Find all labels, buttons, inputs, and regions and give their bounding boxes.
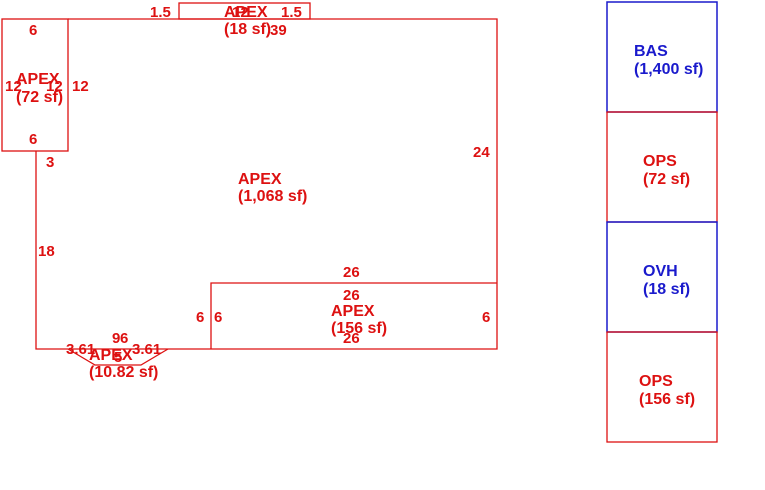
dim-left-left: 12 — [5, 78, 22, 95]
main-area-outline — [35, 18, 498, 350]
dim-main-right: 24 — [473, 144, 490, 161]
dim-left-bottom: 6 — [29, 131, 37, 148]
dim-main-left-lower: 18 — [38, 243, 55, 260]
main-area-size: (1,068 sf) — [238, 188, 307, 205]
area-legend: BAS (1,400 sf) OPS (72 sf) OVH (18 sf) O… — [606, 1, 718, 443]
legend-item: OVH (18 sf) — [606, 221, 718, 333]
dim-top-length: 39 — [270, 22, 287, 39]
lower-box-outline — [210, 282, 497, 349]
bay-area-name: APEX — [89, 347, 133, 364]
legend-code: OVH — [643, 263, 678, 280]
dim-lower-left-inner: 6 — [214, 309, 222, 326]
dimension-labels: 1.5 12 1.5 39 6 12 12 12 6 3 24 18 26 26… — [5, 4, 490, 366]
left-area-size: (72 sf) — [16, 89, 63, 106]
legend-box — [606, 331, 718, 443]
top-area-name: APEX — [224, 4, 268, 21]
dim-bay-right: 3.61 — [132, 341, 161, 358]
sketch-outlines — [1, 2, 498, 366]
dim-top-right-offset: 1.5 — [281, 4, 302, 21]
dim-lower-right: 6 — [482, 309, 490, 326]
legend-size: (72 sf) — [643, 171, 690, 188]
dim-top-left-offset: 1.5 — [150, 4, 171, 21]
lower-area-name: APEX — [331, 303, 375, 320]
area-labels: APEX (1,068 sf) APEX (72 sf) APEX (18 sf… — [16, 4, 387, 381]
legend-item: OPS (156 sf) — [606, 331, 718, 443]
dim-bay-bottom: 5 — [114, 349, 122, 366]
main-area-name: APEX — [238, 171, 282, 188]
dim-bay-left: 3.61 — [66, 341, 95, 358]
legend-code: OPS — [639, 373, 673, 390]
legend-size: (18 sf) — [643, 281, 690, 298]
legend-item: BAS (1,400 sf) — [606, 1, 718, 113]
legend-size: (156 sf) — [639, 391, 695, 408]
dim-left-right: 12 — [72, 78, 89, 95]
legend-size: (1,400 sf) — [634, 61, 703, 78]
bay-area-size: (10.82 sf) — [89, 364, 158, 381]
bay-window-outline — [67, 348, 169, 366]
legend-code: BAS — [634, 43, 668, 60]
left-box-outline — [1, 18, 69, 152]
lower-area-size: (156 sf) — [331, 320, 387, 337]
dim-bay-top: 9 — [112, 330, 120, 347]
dim-left-top: 6 — [29, 22, 37, 39]
dim-left-inner: 12 — [46, 78, 63, 95]
top-box-outline — [178, 2, 311, 20]
legend-code: OPS — [643, 153, 677, 170]
dim-lower-bottom: 26 — [343, 330, 360, 347]
dim-left-gap: 3 — [46, 154, 54, 171]
dim-lower-inner-top: 26 — [343, 287, 360, 304]
dim-lower-left-outer: 6 — [196, 309, 204, 326]
legend-item: OPS (72 sf) — [606, 111, 718, 223]
left-area-name: APEX — [16, 71, 60, 88]
dim-top-width: 12 — [232, 4, 249, 21]
top-area-size: (18 sf) — [224, 21, 271, 38]
dim-bay-top-second: 6 — [120, 330, 128, 347]
dim-lower-top: 26 — [343, 264, 360, 281]
